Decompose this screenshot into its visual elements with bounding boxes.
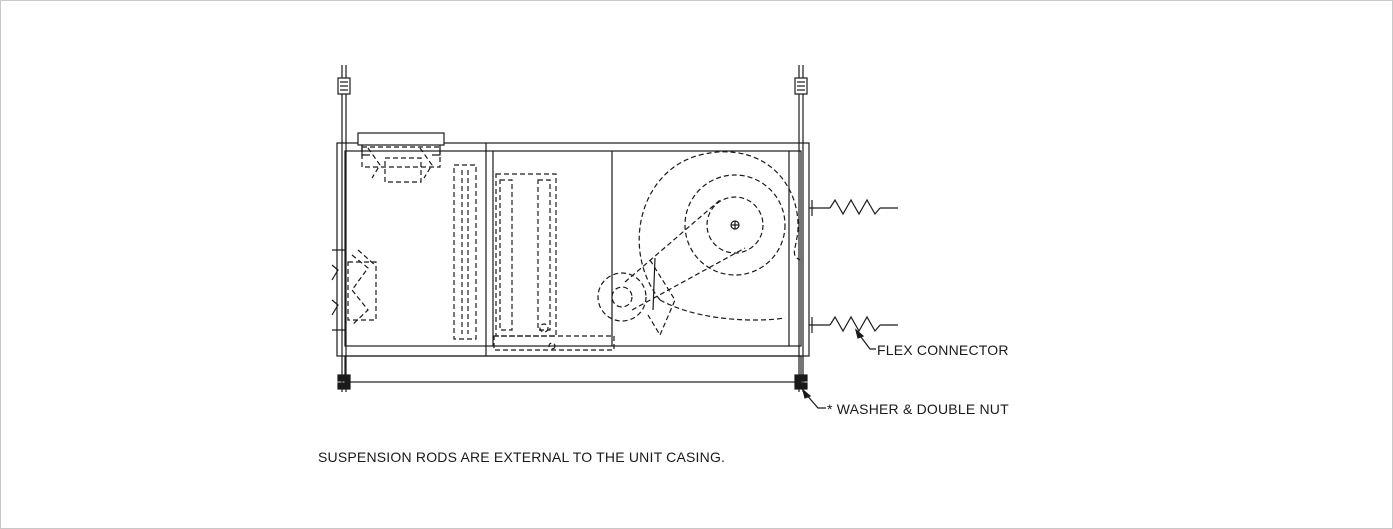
washer-leader	[801, 388, 826, 409]
fan-shaft	[652, 220, 740, 311]
filter-rack	[453, 164, 477, 340]
side-damper	[331, 249, 377, 331]
flex-connector-leader	[854, 328, 876, 350]
flex-connector-lower	[809, 315, 898, 333]
top-damper	[357, 132, 445, 183]
suspension-note: SUSPENSION RODS ARE EXTERNAL TO THE UNIT…	[318, 449, 726, 465]
left-suspension-rod	[337, 65, 351, 392]
blower-housing	[597, 151, 801, 337]
flex-connector-label: FLEX CONNECTOR	[877, 342, 1009, 358]
unit-casing	[336, 142, 810, 383]
cooling-coil	[493, 173, 615, 351]
washer-double-nut-label: * WASHER & DOUBLE NUT	[827, 401, 1009, 417]
flex-connector-upper	[809, 198, 898, 216]
